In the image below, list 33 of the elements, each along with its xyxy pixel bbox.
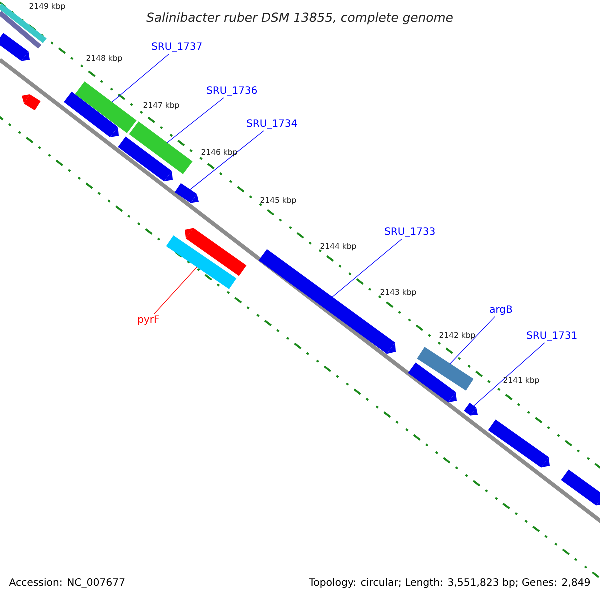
footer-text: Topology: circular; Length: 3,551,823 bp; Genes: 2,849 bbox=[309, 578, 590, 588]
title: Salinibacter ruber DSM 13855, complete genome bbox=[146, 12, 453, 25]
gene-feature bbox=[417, 347, 474, 391]
gene-feature bbox=[0, 4, 47, 44]
gene-feature bbox=[464, 402, 478, 416]
gene-feature bbox=[185, 228, 247, 276]
gene-label: argB bbox=[490, 306, 512, 316]
gene-label: SRU_1734 bbox=[247, 120, 298, 130]
gene-feature bbox=[0, 33, 30, 62]
leader-line bbox=[190, 130, 264, 190]
gene-feature bbox=[408, 362, 457, 403]
gene-feature bbox=[118, 136, 173, 182]
gene-label: pyrF bbox=[138, 316, 160, 326]
gene-feature bbox=[0, 11, 42, 49]
leader-line bbox=[474, 342, 546, 406]
gene-feature bbox=[22, 94, 41, 111]
gene-feature bbox=[166, 236, 237, 290]
leader-line bbox=[112, 54, 170, 103]
gene-feature bbox=[64, 92, 119, 138]
leader-line bbox=[167, 98, 224, 144]
footer-text: Accession: NC_007677 bbox=[9, 578, 125, 588]
gene-label: SRU_1733 bbox=[385, 228, 435, 238]
leader-line bbox=[332, 238, 403, 298]
gene-label: SRU_1736 bbox=[207, 86, 258, 96]
gene-feature bbox=[75, 82, 137, 134]
gene-label: SRU_1731 bbox=[527, 332, 577, 342]
gene-feature bbox=[488, 420, 550, 468]
gene-label: SRU_1737 bbox=[152, 42, 202, 52]
leader-line bbox=[450, 316, 496, 364]
gene-feature bbox=[174, 183, 199, 204]
gene-feature bbox=[129, 122, 193, 174]
leader-line bbox=[154, 267, 198, 314]
gene-feature bbox=[561, 470, 600, 506]
